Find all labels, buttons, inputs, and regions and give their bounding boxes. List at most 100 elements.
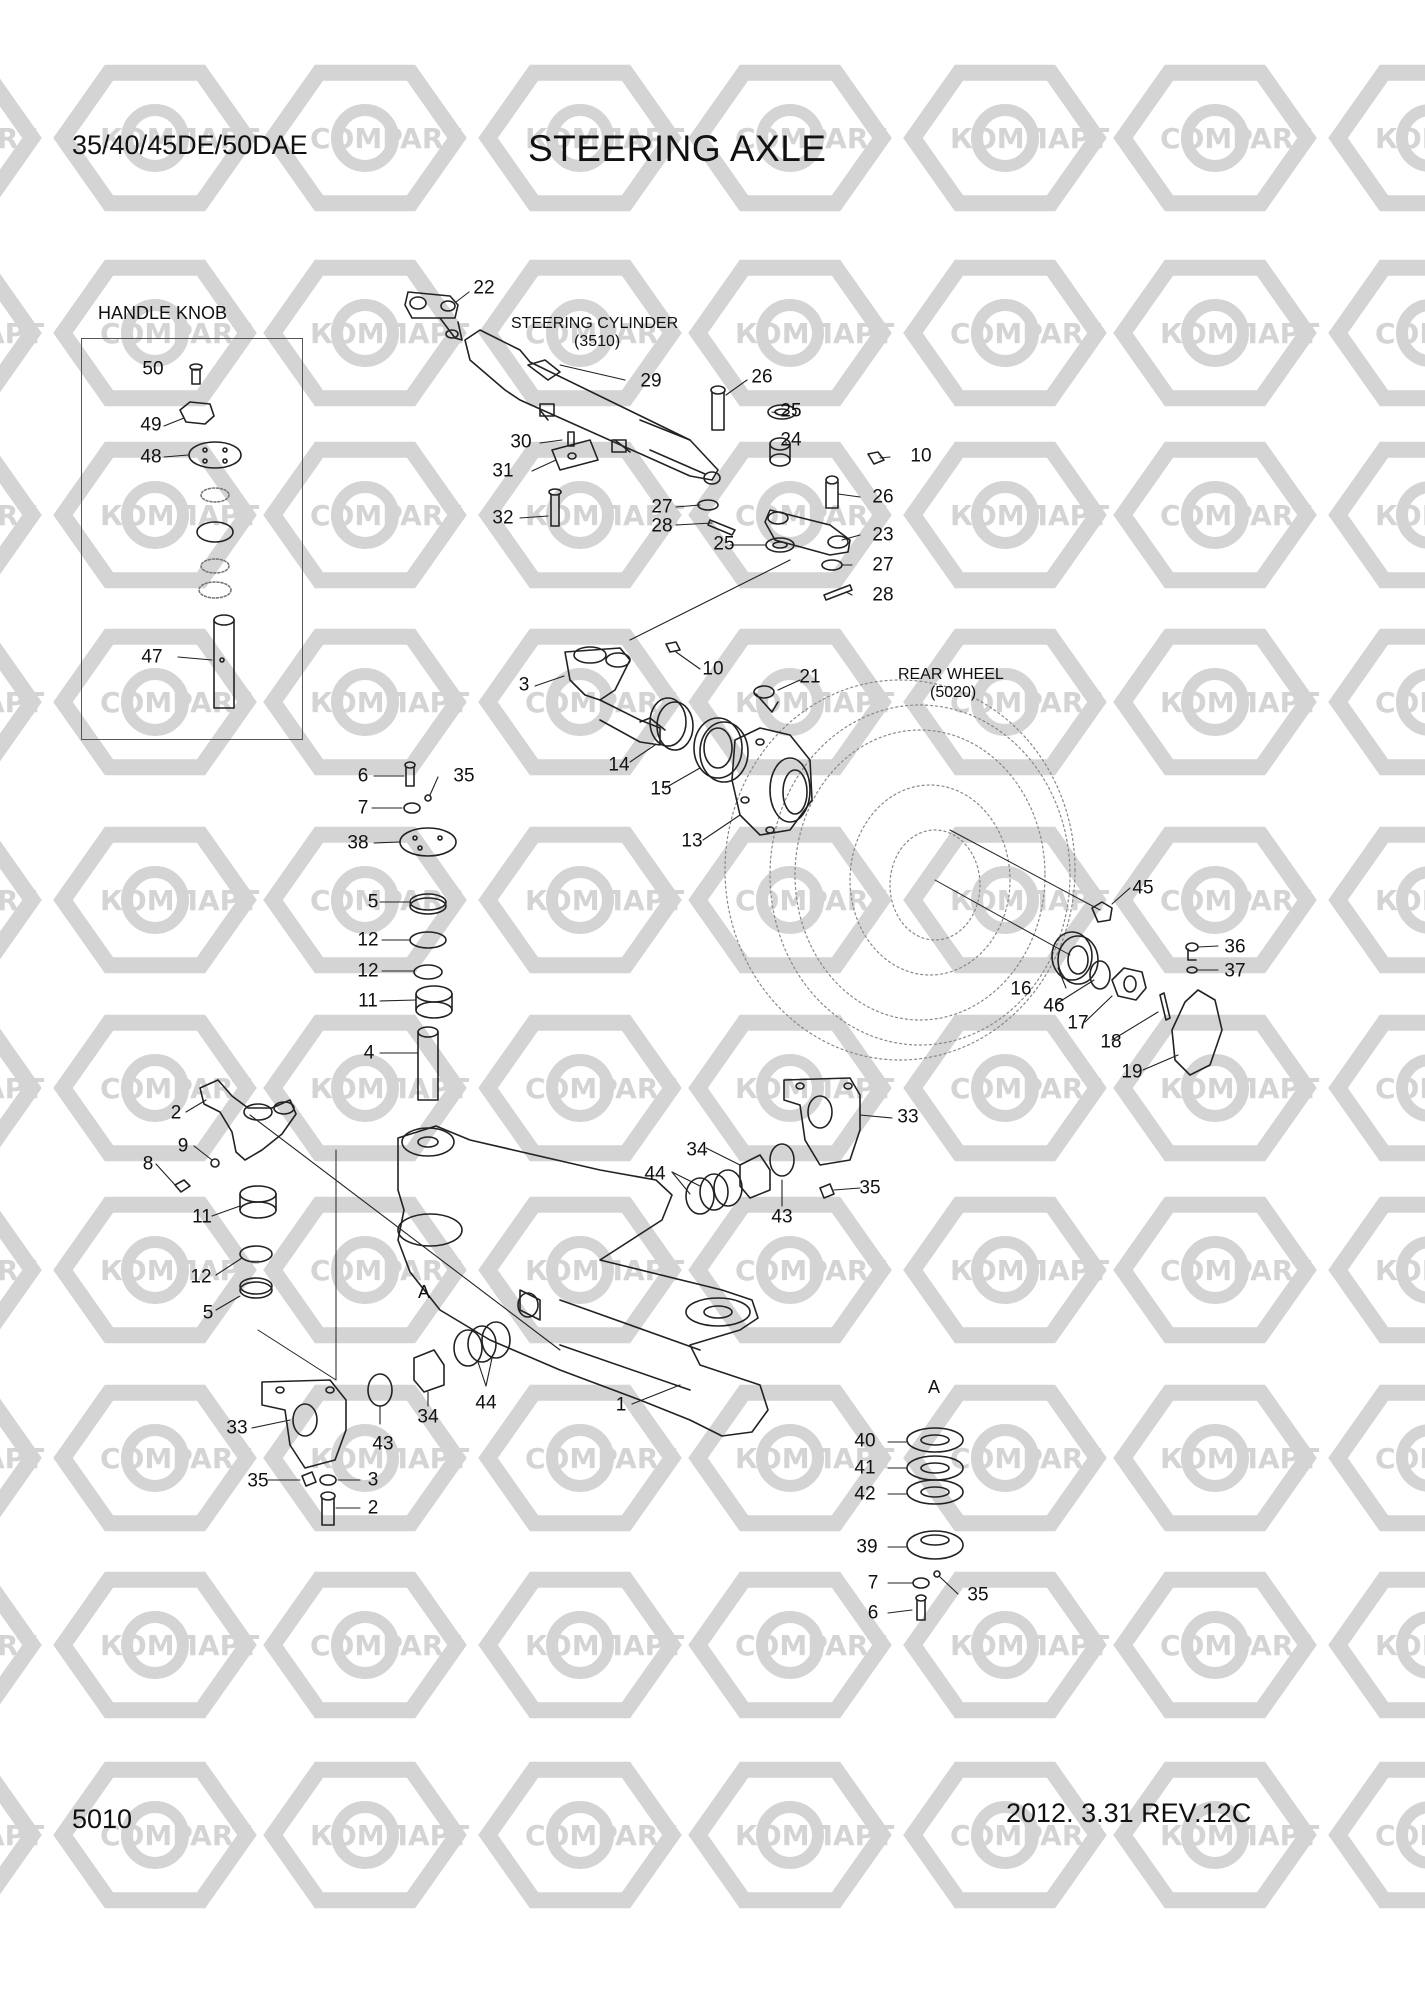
nut-10-upper xyxy=(867,451,885,465)
grease-nipple-35-left xyxy=(301,1471,317,1487)
watermark-hexagon xyxy=(688,1196,892,1344)
watermark-text: COMPART xyxy=(310,884,461,917)
callout-49: 49 xyxy=(140,414,162,436)
callout-14: 13 xyxy=(681,830,703,852)
watermark-text: КОМПАРТ xyxy=(1375,1254,1425,1287)
callout-35-left: 35 xyxy=(247,1470,269,1492)
watermark-hexagon xyxy=(53,628,257,776)
bushing-24 xyxy=(769,437,791,467)
seal-5-upper xyxy=(409,893,447,915)
watermark-text: COMPART xyxy=(1375,1819,1425,1852)
watermark-hexagon xyxy=(53,1571,257,1719)
watermark-hexagon xyxy=(688,64,892,212)
watermark-text: COMPART xyxy=(525,1442,676,1475)
watermark-text: COMPART xyxy=(735,1254,886,1287)
watermark-text: КОМПАРТ xyxy=(950,1254,1109,1287)
callout-45: 45 xyxy=(1132,877,1154,899)
ring-13 xyxy=(413,964,443,980)
watermark-text: COMPART xyxy=(100,1442,251,1475)
callout-26-upper: 26 xyxy=(751,366,773,388)
watermark-text: КОМПАРТ xyxy=(1160,317,1319,350)
callout-11-lower: 11 xyxy=(192,1206,212,1228)
watermark-text: КОМПАРТ xyxy=(0,686,44,719)
callout-32: 32 xyxy=(492,507,514,529)
callout-12-upper: 12 xyxy=(357,929,379,951)
callout-10-upper: 10 xyxy=(910,445,932,467)
watermark-text: COMPART xyxy=(1160,884,1311,917)
bearing-11-lower xyxy=(239,1185,277,1219)
king-pin-4 xyxy=(417,1026,439,1101)
watermark-text: COMPART xyxy=(735,1629,886,1662)
callout-37: 37 xyxy=(1224,960,1246,982)
callout-24: 24 xyxy=(780,429,802,451)
watermark-text: COMPART xyxy=(950,1819,1101,1852)
watermark-text: КОМПАРТ xyxy=(1375,884,1425,917)
watermark-text: COMPART xyxy=(950,1442,1101,1475)
bolt-50 xyxy=(189,363,203,385)
watermark-hexagon xyxy=(688,259,892,407)
watermark-text: КОМПАРТ xyxy=(0,1819,44,1852)
shim-40 xyxy=(906,1427,964,1453)
callout-40: 40 xyxy=(854,1430,876,1452)
callout-22: 22 xyxy=(473,277,495,299)
watermark-hexagon xyxy=(1328,1761,1425,1909)
bolt-6-lower xyxy=(915,1594,927,1621)
watermark-hexagon xyxy=(263,1384,467,1532)
watermark-text: COMPART xyxy=(950,317,1101,350)
washer-3-lower xyxy=(319,1474,337,1486)
hub-14 xyxy=(731,727,813,836)
watermark-text: КОМПАРТ xyxy=(310,686,469,719)
watermark-text: КОМПАРТ xyxy=(1160,1442,1319,1475)
watermark-hexagon xyxy=(263,259,467,407)
spring xyxy=(198,558,232,599)
callout-8: 8 xyxy=(142,1153,154,1175)
callout-17: 16 xyxy=(1010,978,1032,1000)
callout-7-lower: 7 xyxy=(867,1572,879,1594)
cotter-pin-19 xyxy=(1159,992,1171,1021)
watermark-text: COMPART xyxy=(1160,1254,1311,1287)
callout-33-right: 33 xyxy=(897,1106,919,1128)
callout-46: 46 xyxy=(1043,995,1065,1017)
callout-21: 21 xyxy=(799,666,821,688)
callout-7-upper: 7 xyxy=(357,797,369,819)
revision-date: 2012. 3.31 REV.12C xyxy=(1006,1798,1252,1828)
callout-4: 4 xyxy=(363,1042,375,1064)
steering-cylinder-29 xyxy=(464,329,721,485)
callout-30: 30 xyxy=(510,431,532,453)
watermark-text: COMPART xyxy=(310,1254,461,1287)
watermark-text: КОМПАРТ xyxy=(100,884,259,917)
washer-9 xyxy=(210,1158,220,1168)
watermark-hexagon xyxy=(478,628,682,776)
watermark-text: КОМПАРТ xyxy=(735,317,894,350)
watermark-text: COMPART xyxy=(310,122,461,155)
callout-18: 17 xyxy=(1067,1012,1089,1034)
watermark-hexagon xyxy=(903,1761,1107,1909)
watermark-hexagon xyxy=(903,628,1107,776)
watermark-hexagon xyxy=(1328,1384,1425,1532)
callout-39: 39 xyxy=(856,1536,878,1558)
watermark-text: COMPART xyxy=(525,1072,676,1105)
callout-12-lower: 12 xyxy=(190,1266,212,1288)
watermark-text: КОМПАРТ xyxy=(100,122,259,155)
watermark-text: КОМПАРТ xyxy=(950,122,1109,155)
watermark-text: COMPART xyxy=(950,1072,1101,1105)
callout-3-lower: 3 xyxy=(367,1469,379,1491)
callout-9: 9 xyxy=(177,1135,189,1157)
watermark-text: КОМПАРТ xyxy=(525,884,684,917)
support-33-right xyxy=(783,1077,861,1166)
watermark-hexagon xyxy=(903,1196,1107,1344)
rear-wheel-ref: (5020) xyxy=(930,684,977,701)
callout-28-lower: 28 xyxy=(872,584,894,606)
spring-washer xyxy=(200,487,230,503)
watermark-hexagon xyxy=(1328,259,1425,407)
watermark-hexagon xyxy=(1113,1761,1317,1909)
plate-48 xyxy=(188,441,242,469)
watermark-hexagon xyxy=(53,441,257,589)
callout-6-lower: 6 xyxy=(867,1602,879,1624)
support-33-left xyxy=(261,1379,347,1469)
callout-43-left: 43 xyxy=(372,1433,394,1455)
lug-nut-45 xyxy=(1091,901,1113,923)
steering-knuckle-2 xyxy=(199,1079,297,1161)
watermark-hexagon xyxy=(1328,64,1425,212)
